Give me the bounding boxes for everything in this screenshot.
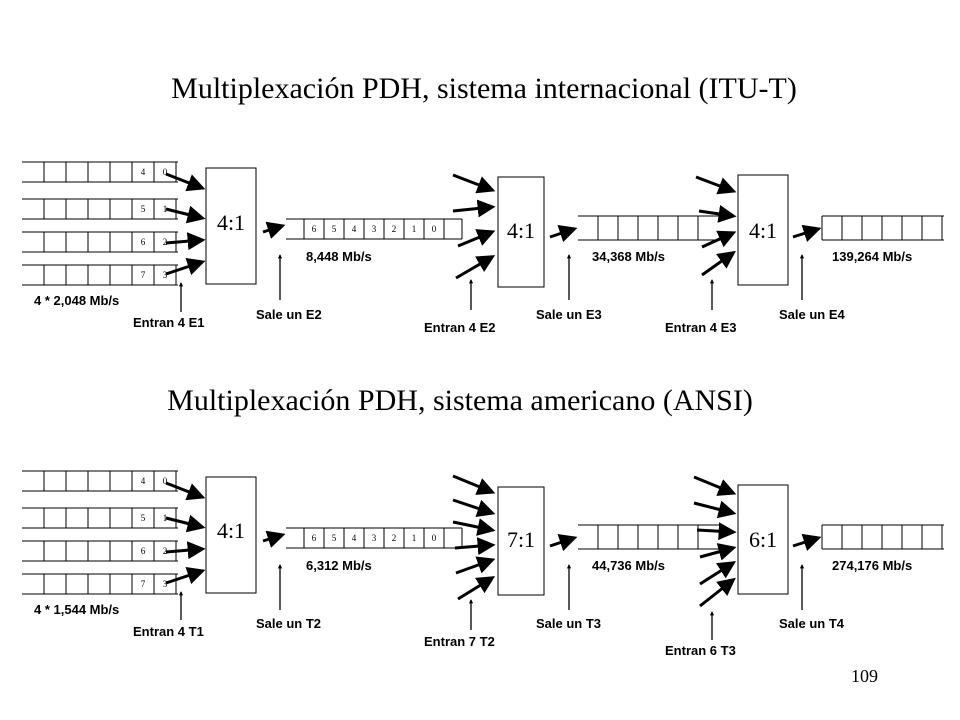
ansi-t2-frame: 6 5 4 3 2 1 0 bbox=[286, 527, 463, 549]
ansi-input-frame-1: 4 0 bbox=[22, 470, 178, 492]
itu-mux2-input-caption: Entran 4 E2 bbox=[424, 320, 496, 335]
itu-input-frame-1: 4 0 bbox=[22, 161, 178, 183]
ansi-mux2-input-caption: Entran 7 T2 bbox=[424, 634, 495, 649]
itu-frame-1-cell-a: 4 bbox=[141, 167, 146, 177]
ansi-diagram: Multiplexación PDH, sistema americano (A… bbox=[22, 384, 944, 658]
itu-input-frame-3: 6 2 bbox=[22, 231, 178, 253]
itu-e2-cell-1: 1 bbox=[412, 224, 417, 234]
itu-frame-3-cell-a: 6 bbox=[141, 237, 146, 247]
ansi-mux3-output-caption: Sale un T4 bbox=[779, 616, 845, 631]
ansi-mux1-input-caption: Entran 4 T1 bbox=[133, 624, 204, 639]
itu-mux1-output-caption: Sale un E2 bbox=[256, 307, 322, 322]
ansi-title: Multiplexación PDH, sistema americano (A… bbox=[167, 384, 753, 417]
ansi-t2-cell-5: 5 bbox=[332, 533, 337, 543]
ansi-frame-4-cell-a: 7 bbox=[141, 579, 146, 589]
itu-e2-cell-0: 0 bbox=[432, 224, 437, 234]
ansi-frame-2-cell-b: 1 bbox=[163, 513, 168, 523]
ansi-mux2-output-caption: Sale un T3 bbox=[536, 616, 601, 631]
ansi-frame-3-cell-a: 6 bbox=[141, 546, 146, 556]
itu-frame-1-cell-b: 0 bbox=[163, 167, 168, 177]
itu-e4-rate: 139,264 Mb/s bbox=[832, 249, 912, 264]
itu-e2-cell-6: 6 bbox=[312, 224, 317, 234]
itu-mux3-output-caption: Sale un E4 bbox=[779, 307, 846, 322]
ansi-mux2-output-arrow bbox=[549, 534, 578, 552]
ansi-mux1-output-arrow bbox=[262, 530, 286, 548]
itu-frame-2-cell-a: 5 bbox=[141, 204, 146, 214]
ansi-t3-rate: 44,736 Mb/s bbox=[592, 558, 665, 573]
page-number: 109 bbox=[851, 666, 878, 686]
itu-mux1-box bbox=[205, 167, 257, 285]
itu-frame-2-cell-b: 1 bbox=[163, 204, 168, 214]
itu-input-frames: 4 0 5 1 6 2 bbox=[22, 161, 178, 286]
ansi-input-frame-4: 7 3 bbox=[22, 573, 178, 595]
ansi-mux3-input-arrows bbox=[693, 475, 737, 608]
ansi-frame-1-cell-b: 0 bbox=[163, 476, 168, 486]
ansi-frame-3-cell-b: 2 bbox=[163, 546, 168, 556]
itu-e3-frame bbox=[578, 215, 720, 241]
ansi-mux2-input-arrows bbox=[452, 474, 496, 601]
itu-mux1-output-arrow bbox=[262, 221, 286, 239]
ansi-t2-cell-2: 2 bbox=[392, 533, 397, 543]
itu-e2-cell-5: 5 bbox=[332, 224, 337, 234]
itu-e2-cell-3: 3 bbox=[372, 224, 377, 234]
itu-mux3-box bbox=[737, 174, 789, 286]
ansi-t2-cell-4: 4 bbox=[352, 533, 357, 543]
ansi-t3-frame bbox=[578, 524, 720, 550]
itu-e4-frame bbox=[821, 215, 944, 241]
itu-mux2-output-arrow bbox=[549, 225, 578, 243]
ansi-t2-cell-0: 0 bbox=[432, 533, 437, 543]
itu-mux1-input-caption: Entran 4 E1 bbox=[133, 315, 205, 330]
ansi-mux3-ratio: 6:1 bbox=[749, 527, 777, 552]
itu-mux3-ratio: 4:1 bbox=[749, 218, 777, 243]
itu-mux2-box bbox=[497, 176, 545, 288]
itu-mux2-output-caption: Sale un E3 bbox=[536, 307, 602, 322]
ansi-t4-rate: 274,176 Mb/s bbox=[832, 558, 912, 573]
itu-mux1-ratio: 4:1 bbox=[217, 210, 245, 235]
ansi-input-frame-3: 6 2 bbox=[22, 540, 178, 562]
itu-e2-frame: 6 5 4 3 2 1 0 bbox=[286, 218, 463, 240]
ansi-mux1-ratio: 4:1 bbox=[217, 518, 245, 543]
itu-input-frame-4: 7 3 bbox=[22, 264, 178, 286]
ansi-mux1-output-caption: Sale un T2 bbox=[256, 616, 321, 631]
ansi-mux3-box bbox=[737, 484, 789, 595]
ansi-t2-cell-6: 6 bbox=[312, 533, 317, 543]
ansi-frame-4-cell-b: 3 bbox=[163, 579, 168, 589]
ansi-t2-cell-3: 3 bbox=[372, 533, 377, 543]
itu-title: Multiplexación PDH, sistema internaciona… bbox=[171, 72, 797, 105]
itu-mux2-ratio: 4:1 bbox=[507, 218, 535, 243]
itu-mux2-input-arrows bbox=[452, 173, 496, 280]
itu-e2-cell-4: 4 bbox=[352, 224, 357, 234]
ansi-frame-2-cell-a: 5 bbox=[141, 513, 146, 523]
itu-input-rate: 4 * 2,048 Mb/s bbox=[34, 293, 119, 308]
ansi-input-frames: 4 0 5 1 6 2 bbox=[22, 470, 178, 595]
ansi-mux2-ratio: 7:1 bbox=[507, 527, 535, 552]
itu-diagram: Multiplexación PDH, sistema internaciona… bbox=[22, 72, 944, 335]
itu-e3-rate: 34,368 Mb/s bbox=[592, 249, 665, 264]
ansi-input-rate: 4 * 1,544 Mb/s bbox=[34, 602, 119, 617]
itu-frame-4-cell-a: 7 bbox=[141, 270, 146, 280]
itu-frame-3-cell-b: 2 bbox=[163, 237, 168, 247]
ansi-mux3-output-arrow bbox=[792, 533, 822, 551]
itu-input-frame-2: 5 1 bbox=[22, 198, 178, 220]
itu-mux1-input-arrows bbox=[165, 172, 206, 276]
itu-e2-rate: 8,448 Mb/s bbox=[306, 249, 372, 264]
ansi-t4-frame bbox=[821, 524, 944, 550]
itu-mux3-input-arrows bbox=[695, 175, 737, 277]
ansi-mux1-box bbox=[205, 476, 257, 594]
itu-e2-cell-2: 2 bbox=[392, 224, 397, 234]
ansi-t2-cell-1: 1 bbox=[412, 533, 417, 543]
ansi-input-frame-2: 5 1 bbox=[22, 507, 178, 529]
ansi-frame-1-cell-a: 4 bbox=[141, 476, 146, 486]
ansi-mux3-input-caption: Entran 6 T3 bbox=[665, 643, 736, 658]
itu-mux3-output-arrow bbox=[792, 224, 822, 242]
ansi-mux2-box bbox=[497, 486, 545, 596]
itu-frame-4-cell-b: 3 bbox=[163, 270, 168, 280]
itu-mux3-input-caption: Entran 4 E3 bbox=[665, 320, 737, 335]
ansi-t2-rate: 6,312 Mb/s bbox=[306, 558, 372, 573]
ansi-mux1-input-arrows bbox=[165, 481, 206, 585]
